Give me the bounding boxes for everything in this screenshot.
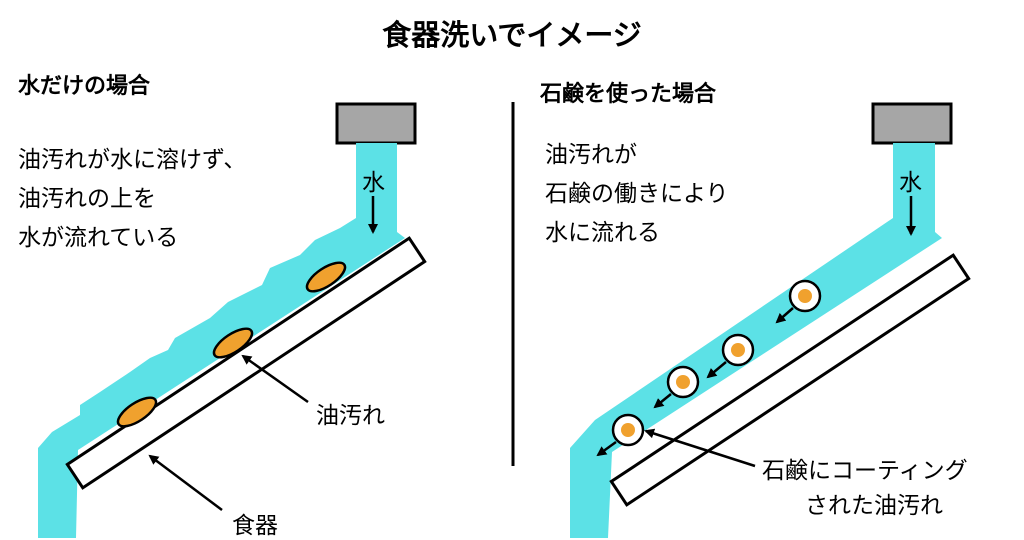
dish-pointer-arrow bbox=[148, 454, 223, 511]
dish-label: 食器 bbox=[232, 513, 278, 539]
description-line: 石鹸の働きにより bbox=[545, 181, 729, 207]
description-line: 油汚れが水に溶けず、 bbox=[18, 147, 247, 173]
oil-stain bbox=[212, 327, 254, 359]
coated-oil-right bbox=[611, 279, 822, 447]
coated-label-line1: 石鹸にコーティング bbox=[762, 458, 968, 484]
coated-oil-drop bbox=[788, 279, 822, 313]
left-heading: 水だけの場合 bbox=[18, 74, 151, 99]
description-line: 油汚れの上を bbox=[18, 186, 156, 212]
coated-oil-drop bbox=[666, 365, 700, 399]
dish-right bbox=[609, 253, 971, 507]
oil-stain bbox=[305, 261, 347, 293]
water-label-right: 水 bbox=[899, 170, 922, 196]
dish-left bbox=[65, 236, 427, 490]
water-right bbox=[570, 143, 942, 538]
page-title: 食器洗いでイメージ bbox=[382, 18, 642, 52]
water-label-left: 水 bbox=[362, 170, 385, 196]
description-line: 油汚れが bbox=[545, 142, 637, 168]
flow-arrow bbox=[596, 440, 617, 457]
description-line: 水に流れる bbox=[545, 220, 660, 246]
coated-pointer-arrow bbox=[644, 428, 756, 468]
coated-oil-drop bbox=[611, 413, 645, 447]
faucet-left bbox=[335, 102, 417, 145]
faucet-right bbox=[871, 102, 953, 145]
right-description: 油汚れが 石鹸の働きにより 水に流れる bbox=[545, 136, 729, 253]
left-description: 油汚れが水に溶けず、 油汚れの上を 水が流れている bbox=[18, 141, 246, 258]
oil-stains-left bbox=[116, 261, 347, 428]
coated-oil-drop bbox=[721, 333, 755, 367]
flow-arrow bbox=[706, 361, 727, 379]
flow-arrows-right bbox=[596, 307, 794, 457]
flow-arrow bbox=[775, 307, 794, 324]
right-heading: 石鹸を使った場合 bbox=[540, 82, 717, 107]
oil-stain bbox=[116, 396, 158, 428]
flow-arrow bbox=[653, 393, 672, 409]
coated-label-line2: された油汚れ bbox=[805, 493, 943, 519]
description-line: 水が流れている bbox=[18, 225, 179, 251]
oil-pointer-arrow bbox=[241, 354, 309, 404]
oil-label: 油汚れ bbox=[316, 403, 385, 429]
